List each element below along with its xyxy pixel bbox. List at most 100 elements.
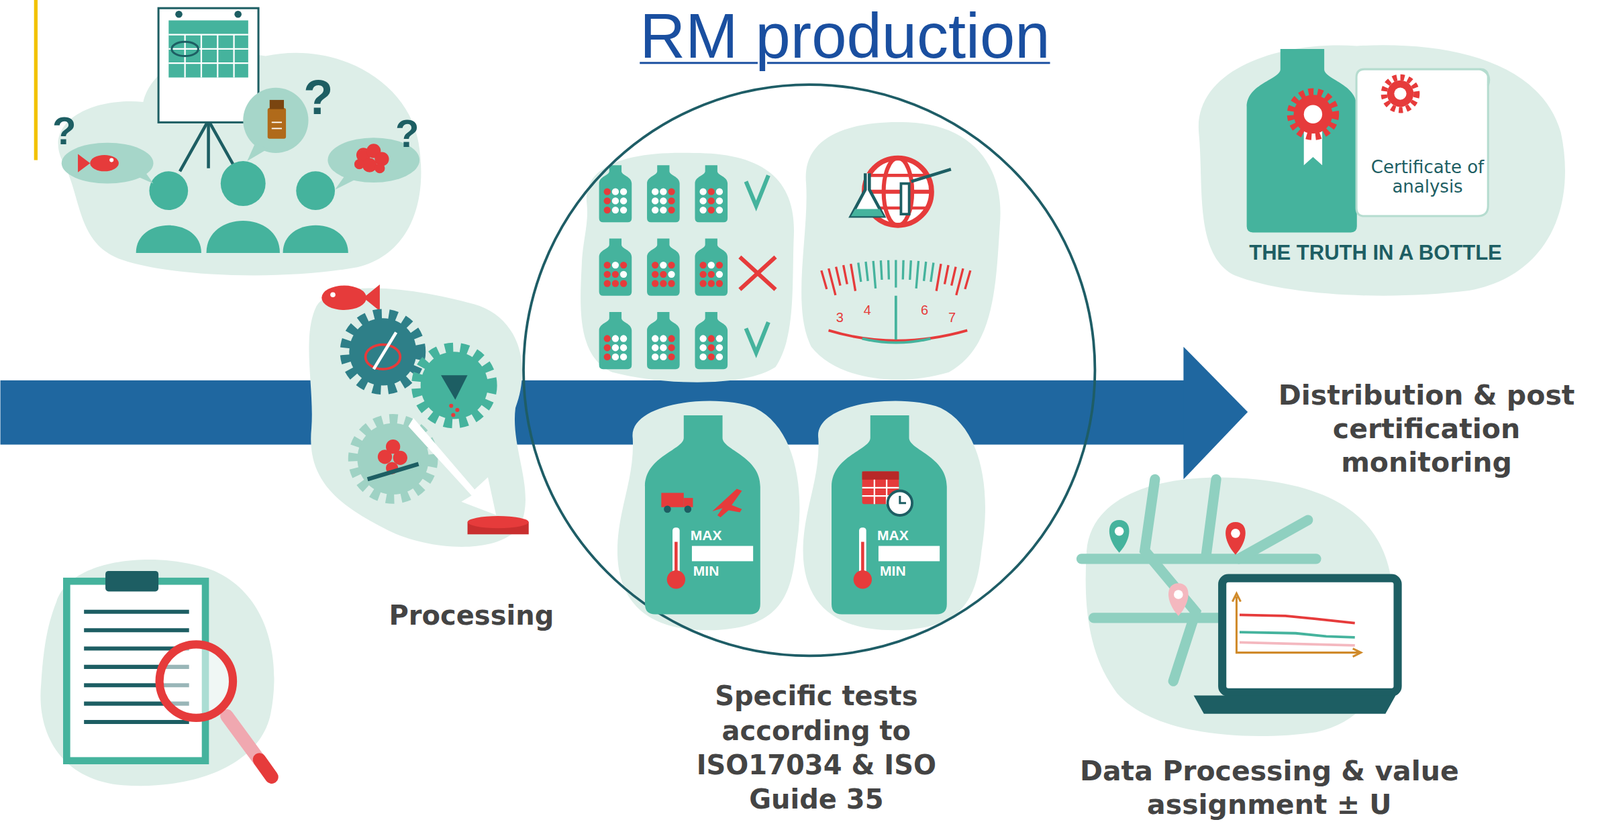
processing-illustration-part	[367, 463, 419, 480]
gauge-ticks	[821, 260, 971, 296]
sample-vials-part-part	[667, 344, 675, 352]
characterisation-illustration-part	[864, 189, 932, 194]
title: RM production	[639, 1, 1050, 71]
sample-vials-part-part	[708, 353, 715, 361]
sample-vials-part	[646, 312, 680, 370]
sample-vials-part-part	[694, 312, 728, 370]
homogeneity-test-illustration-part	[739, 257, 776, 290]
processing-illustration-part	[344, 314, 421, 390]
sample-vials-part-part	[659, 261, 667, 269]
transport-stability-bottle-outline-part	[663, 505, 672, 513]
certificate-scroll-outline-part	[1383, 77, 1417, 111]
gauge-number: 3	[836, 310, 844, 325]
monitoring-illustration-part	[1222, 578, 1398, 693]
stakeholder-group-part	[77, 153, 90, 172]
stakeholder-group-part-part	[232, 34, 235, 78]
processing-illustration-part	[416, 347, 492, 423]
stakeholder-group-part-part	[374, 163, 385, 174]
sample-vials-part-part	[699, 344, 707, 352]
sample-vials-part-part	[651, 334, 659, 342]
sample-vials-part-part	[716, 279, 723, 287]
sample-vials-part	[599, 165, 633, 223]
sample-vials-part-part	[612, 279, 619, 287]
accent-bar	[34, 0, 38, 161]
gauge-number: 7	[948, 310, 956, 325]
processing-illustration-part	[308, 288, 526, 547]
gauge-ticks-part	[887, 260, 890, 280]
transport-stability-bottle-outline-part	[661, 492, 684, 507]
certificate-scroll-outline	[1352, 63, 1492, 223]
certified-material-illustration-part	[1198, 44, 1566, 296]
monitoring-illustration-part	[1232, 593, 1241, 602]
sample-vials-part-part	[651, 271, 659, 278]
stakeholder-group-part-part	[168, 34, 249, 36]
sample-vials-part-part	[604, 206, 611, 214]
transport-stability-bottle-outline-part	[712, 488, 742, 518]
certificate-scroll-outline-part	[1479, 69, 1490, 86]
processing-illustration-part	[467, 516, 529, 529]
sample-vials-part	[646, 238, 680, 296]
processing-illustration-part	[363, 284, 380, 312]
storage-stability-bottle-outline-part	[900, 495, 907, 504]
sample-vials-part-part	[651, 279, 659, 287]
characterisation-illustration-part	[869, 173, 927, 178]
sample-vials-part-part	[708, 197, 715, 205]
stakeholder-group-part-part	[216, 34, 219, 78]
sample-vials-part-part	[620, 279, 627, 287]
stakeholder-group-part	[168, 20, 249, 78]
monitoring-illustration-part	[1193, 695, 1396, 714]
sample-vials-part-part	[604, 279, 611, 287]
stakeholder-group-part	[220, 161, 266, 207]
sample-vials-part-part	[716, 344, 723, 352]
document-review-illustration-part	[259, 759, 272, 778]
characterisation-illustration-part	[900, 183, 909, 215]
sample-vials-part-part	[699, 334, 707, 342]
max-label: MAX	[877, 528, 909, 544]
test-circle-outline-part	[523, 84, 1095, 656]
homogeneity-test-illustration-part	[739, 257, 776, 290]
document-review-illustration-part	[105, 571, 159, 592]
document-review-illustration-part-part	[83, 720, 190, 725]
sample-vials-part	[694, 165, 728, 223]
sample-vials-part-part	[708, 188, 715, 196]
monitoring-illustration-part-part	[1168, 583, 1189, 617]
characterisation-illustration	[801, 122, 1000, 380]
sample-vials-part-part	[667, 334, 675, 342]
storage-stability-bottle-outline-part	[853, 570, 872, 589]
test-circle: Specific tests according to ISO17034 & I…	[521, 82, 1098, 659]
storage-stability-bottle-outline-part	[831, 415, 947, 615]
stakeholder-group-part	[136, 225, 202, 254]
sample-vials-part-part	[604, 353, 611, 361]
stakeholder-group-part-part	[271, 128, 282, 130]
stakeholder-group-part-part	[168, 62, 249, 64]
certified-material-illustration-part	[1290, 91, 1336, 137]
sample-vials-part-part	[612, 261, 619, 269]
processing-illustration-part	[408, 418, 496, 515]
gauge-ticks-part	[910, 260, 912, 280]
monitoring-illustration-part	[1239, 614, 1356, 623]
process-arrow-part	[1183, 346, 1248, 480]
sample-vials-part-part	[659, 353, 667, 361]
processing-illustration-part	[321, 285, 367, 311]
sample-vials-part-part	[716, 271, 723, 278]
sample-vials-part-part	[612, 353, 619, 361]
certificate-scroll: Certificate of analysis	[1352, 63, 1492, 223]
sample-vials-part-part	[659, 344, 667, 352]
gauge-ticks-part	[930, 262, 934, 282]
monitoring-illustration-part-part	[1173, 589, 1184, 600]
homogeneity-test-illustration-part	[580, 153, 794, 383]
stakeholder-group-part	[168, 34, 249, 78]
processing-illustration-part-part	[455, 408, 460, 413]
gauge-ticks-part	[956, 268, 964, 296]
gauge-ticks-part	[851, 263, 856, 291]
monitoring-illustration-part	[1239, 642, 1356, 646]
document-review-illustration-part	[226, 716, 272, 778]
sample-vials-part-part	[620, 344, 627, 352]
stakeholder-group-part	[148, 171, 188, 211]
processing-illustration-part	[448, 404, 460, 418]
sample-vials-part	[694, 238, 728, 296]
monitoring-illustration-part-part	[1081, 553, 1317, 564]
sample-vials-part-part	[651, 206, 659, 214]
processing-illustration-part	[373, 332, 396, 370]
